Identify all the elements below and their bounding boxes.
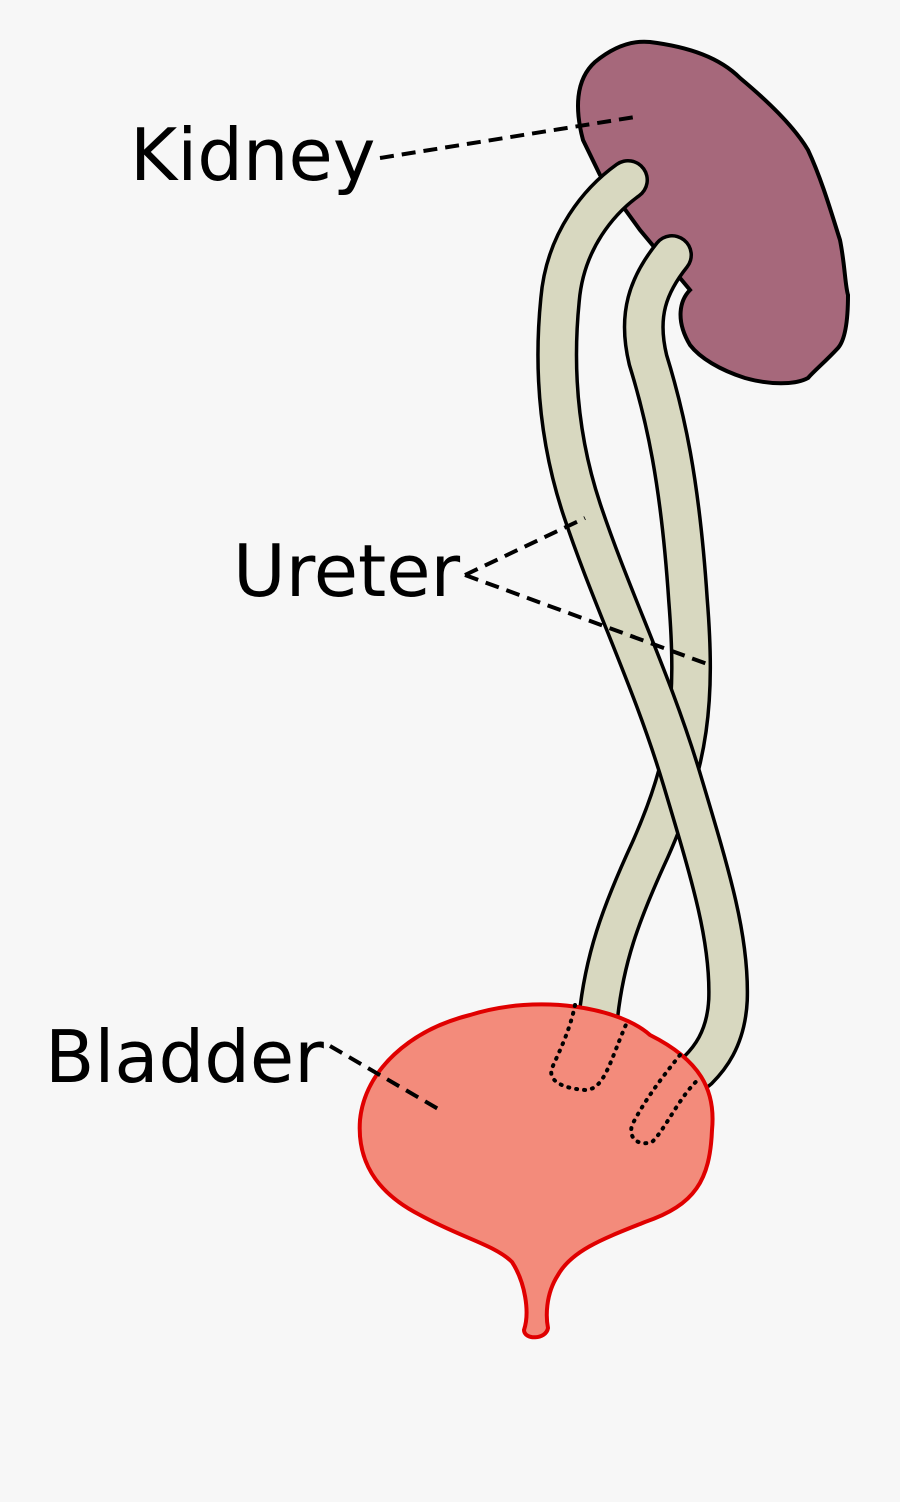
ureter-end-right-dotted (629, 1053, 702, 1146)
ureter-left (539, 162, 746, 1088)
bladder-label: Bladder (45, 1015, 324, 1099)
ureter-leader-line-left (464, 516, 586, 577)
kidney-shape (576, 39, 851, 386)
bladder-shape (357, 1002, 715, 1340)
ureter-end-left-dotted (549, 1003, 630, 1093)
ureter-right (580, 237, 709, 1038)
ureter-label: Ureter (233, 529, 461, 613)
kidney-label: Kidney (130, 113, 375, 197)
